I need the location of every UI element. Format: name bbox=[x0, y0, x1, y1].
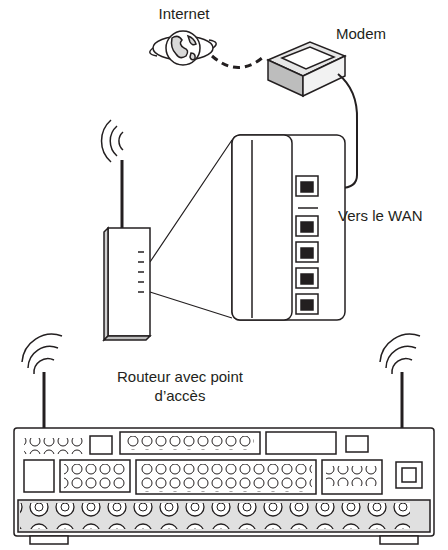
av-receiver bbox=[14, 334, 434, 544]
router-label: Routeur avec point d’accès bbox=[100, 367, 260, 405]
internet-label: Internet bbox=[152, 4, 216, 23]
modem-icon bbox=[268, 42, 345, 96]
wan-label: Vers le WAN bbox=[338, 206, 438, 225]
modem-label: Modem bbox=[336, 24, 396, 43]
router-rear-panel bbox=[150, 135, 345, 320]
wireless-link bbox=[212, 56, 262, 68]
internet-globe bbox=[150, 31, 216, 65]
router-icon bbox=[102, 120, 150, 340]
